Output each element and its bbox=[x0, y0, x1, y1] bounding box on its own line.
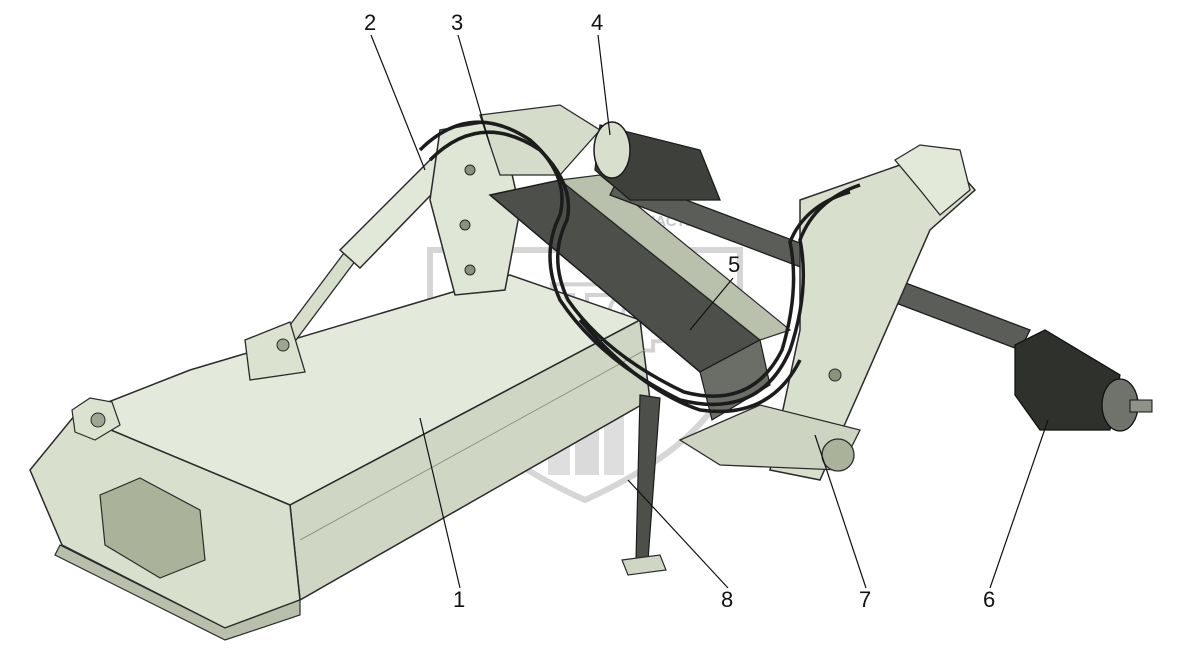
lifting-lug-hole bbox=[90, 412, 106, 428]
shaft-spline bbox=[1129, 399, 1153, 413]
hose-2 bbox=[428, 130, 851, 398]
callout-3: 3 bbox=[451, 10, 463, 35]
hitch-pin bbox=[821, 438, 855, 472]
cylinder-pin bbox=[276, 338, 290, 352]
pivot-bolt-3 bbox=[464, 264, 476, 276]
hitch-frame bbox=[678, 144, 977, 481]
pivot-bracket bbox=[479, 104, 601, 176]
callout-4: 4 bbox=[591, 10, 603, 35]
callout-8: 8 bbox=[721, 587, 733, 612]
beam-lower-plate bbox=[558, 174, 792, 341]
leader-4 bbox=[597, 34, 611, 136]
end-gearbox bbox=[99, 477, 206, 579]
stand-foot bbox=[621, 554, 667, 576]
callout-7: 7 bbox=[859, 587, 871, 612]
callout-5: 5 bbox=[728, 252, 740, 277]
cutter-bar bbox=[29, 274, 651, 641]
leader-5 bbox=[689, 277, 734, 331]
pivot-frame bbox=[429, 104, 601, 296]
leader-2 bbox=[370, 34, 426, 171]
leader-6 bbox=[989, 419, 1049, 589]
shaft-guard-front bbox=[1014, 329, 1121, 431]
hydraulic-hoses bbox=[418, 120, 861, 414]
parking-stand bbox=[621, 394, 667, 576]
pivot-bolt-1 bbox=[464, 164, 476, 176]
leader-3 bbox=[457, 34, 491, 146]
callout-6: 6 bbox=[983, 587, 995, 612]
main-beam bbox=[488, 174, 792, 421]
cutter-skid bbox=[54, 544, 301, 641]
hydraulic-cylinder bbox=[244, 149, 462, 381]
leader-lines bbox=[370, 34, 1049, 589]
leader-1 bbox=[419, 417, 461, 589]
pivot-bolt-2 bbox=[459, 219, 471, 231]
callouts: 1 2 3 4 5 6 7 8 bbox=[364, 10, 995, 612]
stand-leg bbox=[635, 394, 661, 561]
hose-3 bbox=[578, 318, 802, 414]
shaft-guard-ring bbox=[593, 121, 631, 179]
cutter-ridge bbox=[299, 349, 646, 541]
hitch-bolt bbox=[828, 368, 842, 382]
leader-7 bbox=[814, 434, 867, 589]
hitch-top-hook bbox=[894, 144, 971, 216]
callout-2: 2 bbox=[364, 10, 376, 35]
leader-8 bbox=[627, 479, 729, 589]
cylinder-lower-mount bbox=[244, 321, 306, 381]
callout-1: 1 bbox=[453, 587, 465, 612]
